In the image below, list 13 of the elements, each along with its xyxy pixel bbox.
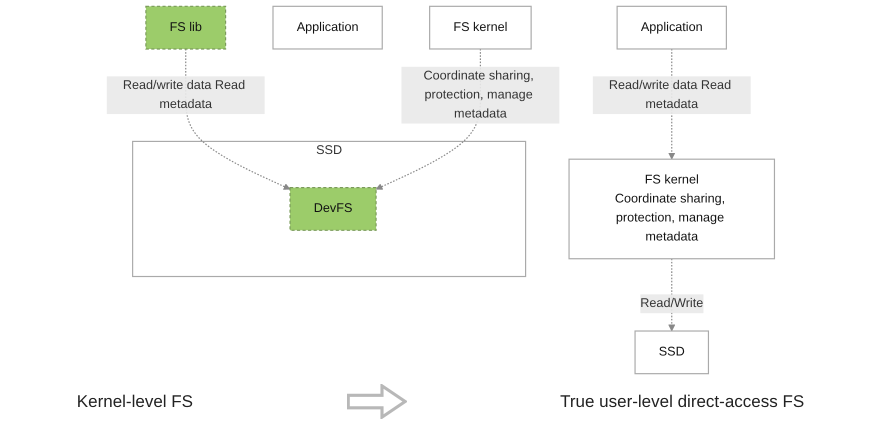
node-box: FS lib — [145, 6, 226, 50]
caption: True user-level direct-access FS — [560, 392, 804, 412]
node-box: Application — [272, 6, 383, 50]
node-box: FS kernel — [428, 6, 532, 50]
edge-label: Read/Write — [640, 296, 704, 310]
node-box: Application — [616, 6, 727, 50]
edge-label: Read/write data Read metadata — [122, 78, 246, 111]
node-box: SSD — [634, 330, 709, 374]
caption: Kernel-level FS — [76, 392, 193, 412]
node-box: FS kernel Coordinate sharing, protection, manage metadata — [568, 158, 775, 260]
edge-label: Coordinate sharing, protection, manage metadata — [423, 69, 534, 120]
edge-label: Read/write data Read metadata — [608, 78, 732, 111]
node-box: DevFS — [289, 187, 377, 231]
